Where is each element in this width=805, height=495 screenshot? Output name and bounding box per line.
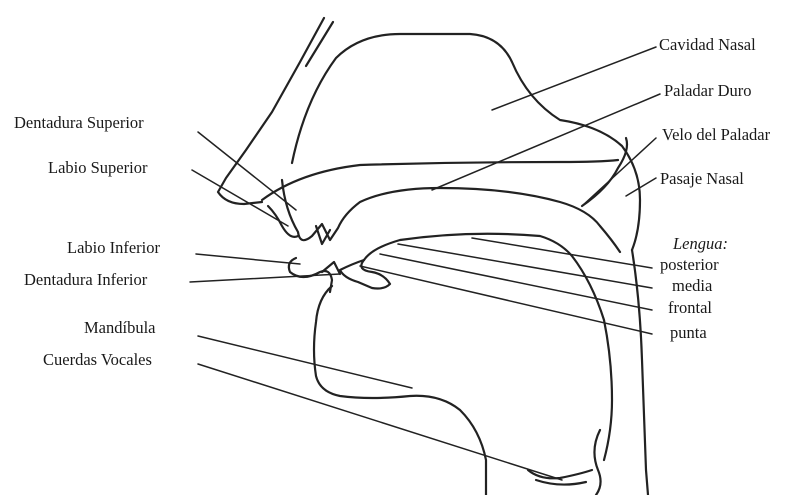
larynx-curve — [528, 470, 592, 478]
vocal-cords — [536, 480, 586, 485]
label-velo-del-paladar: Velo del Paladar — [662, 127, 770, 144]
label-lengua-frontal: frontal — [668, 300, 712, 317]
label-lengua-posterior: posterior — [660, 257, 719, 274]
label-labio-superior: Labio Superior — [48, 160, 147, 177]
leader-mandibula — [198, 336, 412, 388]
label-paladar-duro: Paladar Duro — [664, 83, 752, 100]
leader-labio-inferior — [196, 254, 300, 264]
leader-dentadura-inferior — [190, 274, 340, 282]
lower-teeth — [322, 262, 340, 274]
label-lengua-punta: punta — [670, 325, 707, 342]
leader-velo-del-paladar — [582, 138, 656, 206]
leader-lengua-punta — [360, 266, 652, 334]
leader-pasaje-nasal — [626, 178, 656, 196]
tongue — [340, 260, 390, 289]
label-lengua: Lengua: — [673, 236, 728, 253]
label-dentadura-superior: Dentadura Superior — [14, 115, 144, 132]
leader-cuerdas-vocales — [198, 364, 562, 480]
label-cuerdas-vocales: Cuerdas Vocales — [43, 352, 152, 369]
leader-dentadura-superior — [198, 132, 296, 210]
label-labio-inferior: Labio Inferior — [67, 240, 160, 257]
palate-lower-contour — [282, 180, 620, 252]
label-lengua-media: media — [672, 278, 712, 295]
label-mandibula: Mandíbula — [84, 320, 156, 337]
larynx-outline — [594, 430, 600, 495]
leader-lengua-posterior — [472, 238, 652, 268]
label-pasaje-nasal: Pasaje Nasal — [660, 171, 744, 188]
label-cavidad-nasal: Cavidad Nasal — [659, 37, 756, 54]
leader-cavidad-nasal — [492, 47, 656, 110]
velum-contour — [582, 138, 627, 206]
mandible-outline — [314, 286, 486, 495]
tongue-dorsum — [364, 234, 612, 460]
label-dentadura-inferior: Dentadura Inferior — [24, 272, 147, 289]
hard-palate-upper — [262, 160, 618, 200]
leader-labio-superior — [192, 170, 288, 226]
